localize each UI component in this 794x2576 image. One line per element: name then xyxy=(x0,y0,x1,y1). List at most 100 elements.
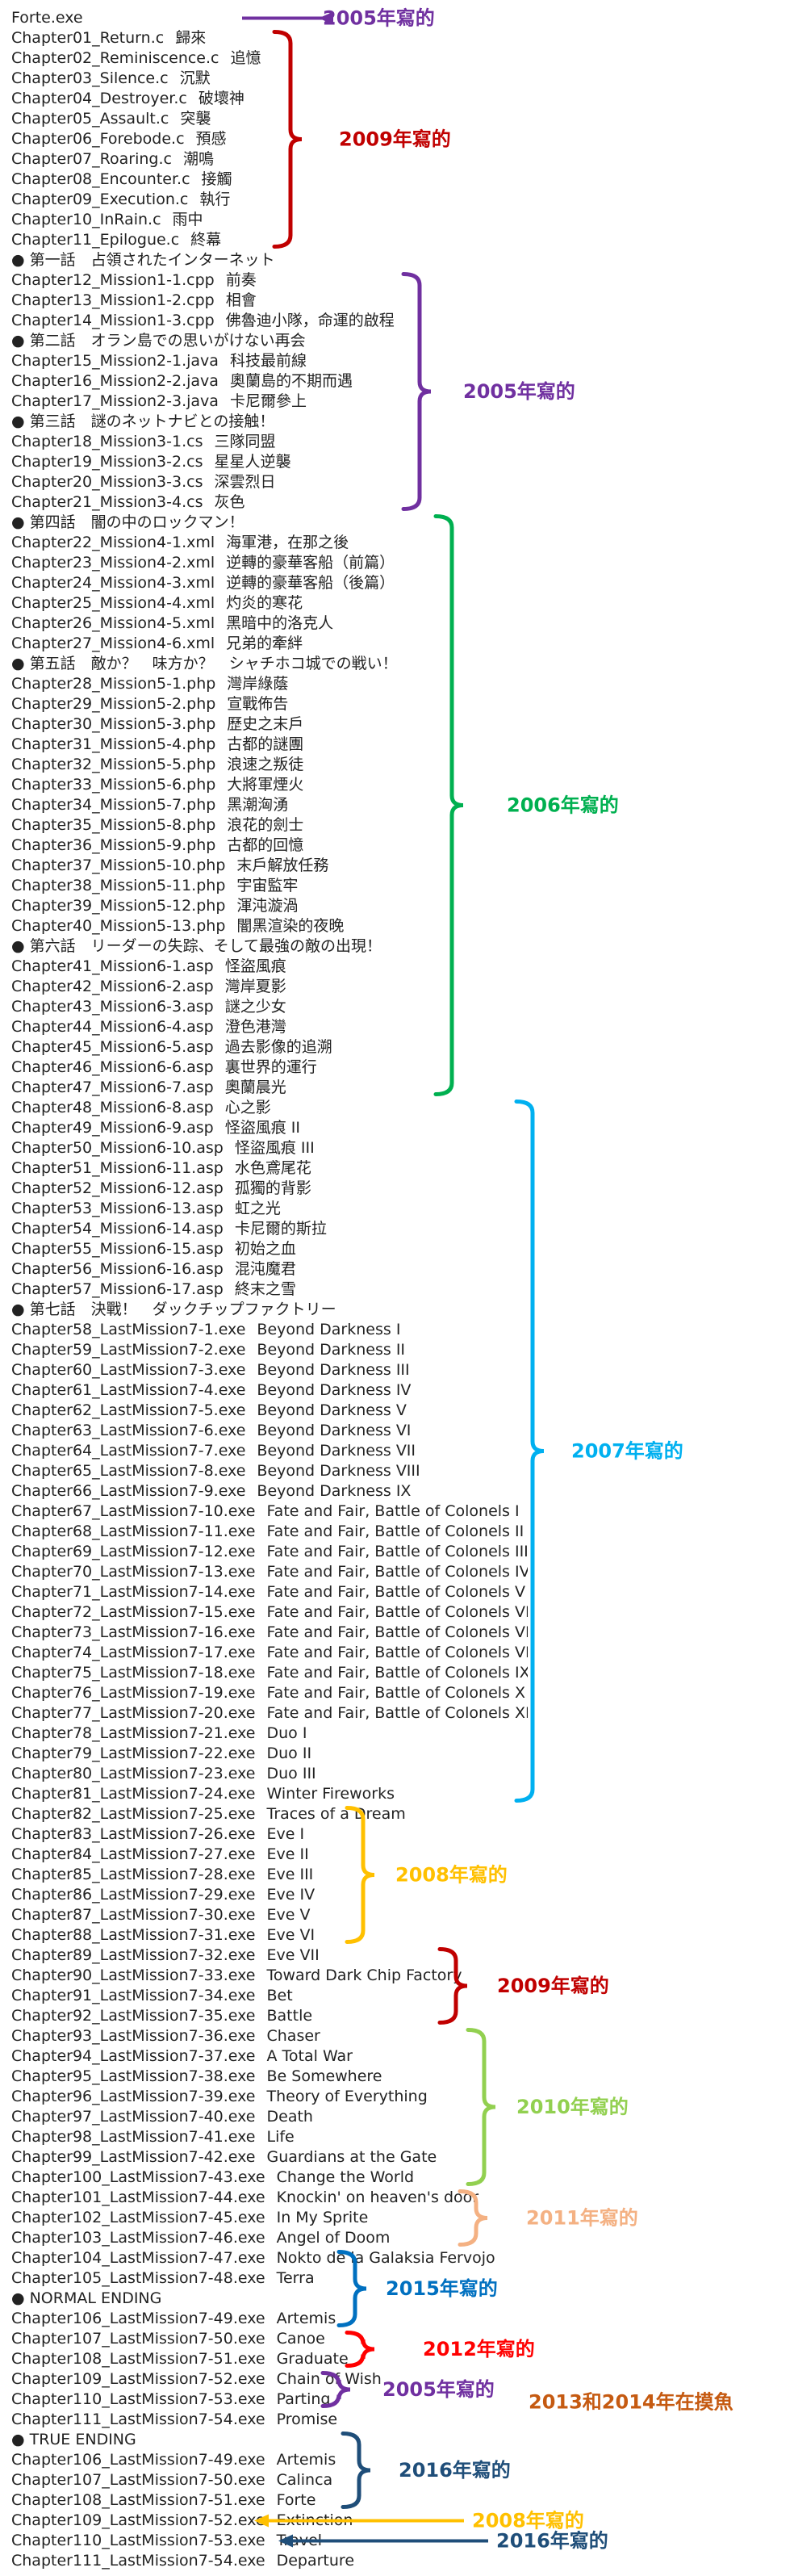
chapter-filename: Chapter09_Execution.c xyxy=(11,191,189,208)
chapter-filename: Chapter60_LastMission7-3.exe xyxy=(11,1361,246,1379)
chapter-filename: Forte.exe xyxy=(11,9,83,27)
chapter-title: Beyond Darkness VIII xyxy=(257,1462,420,1480)
year-label: 2010年寫的 xyxy=(516,2096,629,2118)
chapter-filename: Chapter75_LastMission7-18.exe xyxy=(11,1664,256,1682)
year-annotation: 2016年寫的 xyxy=(341,2431,511,2509)
chapter-filename: Chapter82_LastMission7-25.exe xyxy=(11,1805,256,1823)
chapter-title: 孤獨的背影 xyxy=(234,1179,311,1197)
chapter-title: 預感 xyxy=(195,130,227,148)
chapter-title: Calinca xyxy=(276,2471,333,2489)
chapter-filename: Chapter64_LastMission7-7.exe xyxy=(11,1442,246,1460)
chapter-title: 接觸 xyxy=(201,170,232,188)
chapter-title: Eve I xyxy=(266,1825,305,1843)
brace-shape xyxy=(458,2189,488,2247)
chapter-filename: Chapter19_Mission3-2.cs xyxy=(11,453,203,471)
chapter-title: Angel of Doom xyxy=(276,2229,391,2247)
chapter-title: Forte xyxy=(276,2491,316,2509)
chapter-filename: Chapter11_Epilogue.c xyxy=(11,231,180,249)
chapter-filename: Chapter50_Mission6-10.asp xyxy=(11,1139,224,1157)
chapter-filename: Chapter110_LastMission7-53.exe xyxy=(11,2532,265,2549)
chapter-title: Death xyxy=(266,2108,313,2126)
chapter-filename: Chapter41_Mission6-1.asp xyxy=(11,957,214,975)
brace-shape xyxy=(272,30,303,249)
chapter-title: Fate and Fair, Battle of Colonels X xyxy=(266,1684,526,1702)
chapter-filename: Chapter97_LastMission7-40.exe xyxy=(11,2108,256,2126)
chapter-filename: Chapter49_Mission6-9.asp xyxy=(11,1119,214,1137)
chapter-title: 灰色 xyxy=(214,493,245,511)
chapter-filename: Chapter63_LastMission7-6.exe xyxy=(11,1422,246,1439)
chapter-title: 相會 xyxy=(225,291,257,309)
chapter-title: Nokto de la Galaksia Fervojo xyxy=(276,2249,495,2267)
chapter-title: 奧蘭島的不期而遇 xyxy=(229,372,353,390)
chapter-filename: Chapter03_Silence.c xyxy=(11,69,169,87)
episode-heading: ●第七話 決戰！ ダックチップファクトリー xyxy=(11,1300,528,1320)
chapter-title: 奧蘭晨光 xyxy=(224,1079,286,1096)
chapter-filename: Chapter20_Mission3-3.cs xyxy=(11,473,203,491)
chapter-filename: Chapter70_LastMission7-13.exe xyxy=(11,1563,256,1581)
chapter-filename: Chapter37_Mission5-10.php xyxy=(11,857,226,874)
chapter-title: 虹之光 xyxy=(234,1200,281,1217)
year-label: 2008年寫的 xyxy=(472,2510,584,2532)
episode-heading-text: 第一話 占領されたインターネット xyxy=(29,251,275,269)
chapter-filename: Chapter71_LastMission7-14.exe xyxy=(11,1583,256,1601)
chapter-filename: Chapter02_Reminiscence.c xyxy=(11,49,219,67)
episode-heading-text: TRUE ENDING xyxy=(29,2431,136,2448)
chapter-title: 灣岸夏影 xyxy=(224,978,286,995)
chapter-title: Life xyxy=(266,2128,295,2146)
chapter-filename: Chapter34_Mission5-7.php xyxy=(11,796,216,814)
chapter-title: 闇黑渲染的夜晚 xyxy=(236,917,345,935)
chapter-filename: Chapter31_Mission5-4.php xyxy=(11,735,216,753)
chapter-title: 裏世界的運行 xyxy=(224,1058,317,1076)
chapter-title: Duo I xyxy=(266,1724,307,1742)
chapter-title: Duo II xyxy=(266,1745,312,1762)
year-annotation: 2008年寫的 xyxy=(345,1806,508,1944)
chapter-filename: Chapter07_Roaring.c xyxy=(11,150,172,168)
bullet-icon: ● xyxy=(11,413,25,430)
chapter-filename: Chapter15_Mission2-1.java xyxy=(11,352,219,370)
chapter-title: Chain of Wish xyxy=(276,2370,382,2388)
chapter-filename: Chapter38_Mission5-11.php xyxy=(11,877,226,894)
episode-heading: ●TRUE ENDING xyxy=(11,2430,528,2450)
episode-heading: ●第一話 占領されたインターネット xyxy=(11,250,528,270)
chapter-title: 卡尼爾參上 xyxy=(229,392,307,410)
chapter-title: 海軍港，在那之後 xyxy=(226,534,349,551)
chapter-title: Fate and Fair, Battle of Colonels IX xyxy=(266,1664,529,1682)
arrow-head-icon xyxy=(278,2534,293,2548)
brace-shape xyxy=(345,2331,375,2368)
chapter-title: Beyond Darkness I xyxy=(257,1321,401,1338)
chapter-title: 末戶解放任務 xyxy=(236,857,329,874)
brace-shape xyxy=(345,1806,375,1944)
chapter-filename: Chapter85_LastMission7-28.exe xyxy=(11,1866,256,1883)
chapter-title: A Total War xyxy=(266,2047,353,2065)
chapter-title: 宣戰佈告 xyxy=(227,695,289,713)
brace-shape xyxy=(514,1100,545,1803)
